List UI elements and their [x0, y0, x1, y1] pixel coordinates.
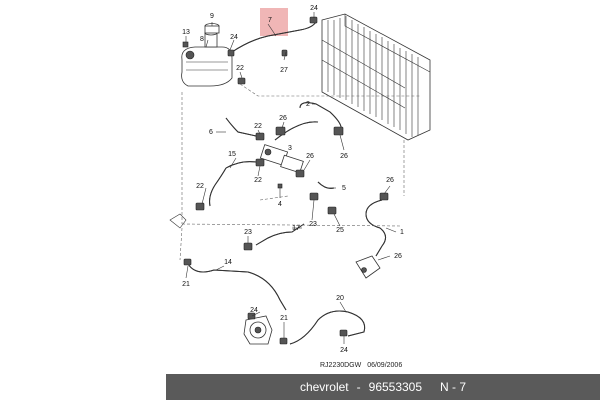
separator: - — [356, 380, 361, 394]
hose-1[interactable] — [365, 199, 386, 257]
expansion-tank[interactable] — [181, 30, 233, 87]
label-part-4: 4 — [278, 201, 282, 208]
coolant-pump[interactable] — [243, 315, 273, 345]
brand-name: chevrolet — [299, 380, 349, 394]
screw-13 — [182, 41, 189, 48]
label-part-24: 24 — [250, 307, 258, 314]
label-part-1: 1 — [400, 229, 404, 236]
part-number-labels: 7 9 13 8 24 24 22 27 2 6 22 26 15 3 26 2… — [182, 5, 404, 354]
leader-lines — [179, 83, 420, 261]
highlight-box-part-7 — [260, 8, 288, 36]
label-part-2: 2 — [306, 101, 310, 108]
label-part-22: 22 — [254, 177, 262, 184]
label-part-6: 6 — [209, 129, 213, 136]
label-part-27: 27 — [280, 67, 288, 74]
callout-leaders — [185, 12, 397, 344]
radiator[interactable] — [321, 13, 431, 141]
reference-date: 06/09/2006 — [367, 362, 403, 369]
label-part-9: 9 — [210, 13, 214, 20]
label-part-24: 24 — [310, 5, 318, 12]
label-part-22: 22 — [236, 65, 244, 72]
label-part-26: 26 — [394, 253, 402, 260]
label-part-20: 20 — [336, 295, 344, 302]
label-part-3: 3 — [288, 145, 292, 152]
hose-clamps — [183, 16, 389, 345]
label-part-21: 21 — [280, 315, 288, 322]
label-part-24: 24 — [230, 34, 238, 41]
label-part-21: 21 — [182, 281, 190, 288]
reference-code: RJ2230DGW — [320, 362, 362, 369]
label-part-23: 23 — [244, 229, 252, 236]
label-part-22: 22 — [254, 123, 262, 130]
hose-6[interactable] — [225, 117, 257, 137]
label-part-23: 23 — [309, 221, 317, 228]
bracket — [169, 213, 187, 229]
label-part-13: 13 — [182, 29, 190, 36]
label-part-24: 24 — [340, 347, 348, 354]
thermostat-housing[interactable] — [259, 144, 304, 174]
diagram-callout: N - 7 — [440, 380, 467, 394]
label-part-5: 5 — [342, 185, 346, 192]
hose-15[interactable] — [209, 167, 227, 207]
label-part-22: 22 — [196, 183, 204, 190]
outlet-fitting[interactable] — [355, 255, 381, 279]
label-part-8: 8 — [200, 36, 204, 43]
part-number: 96553305 — [368, 380, 423, 394]
label-part-15: 15 — [228, 151, 236, 158]
diagram-reference: RJ2230DGW 06/09/2006 — [320, 362, 402, 369]
label-part-7: 7 — [268, 17, 272, 24]
label-part-26: 26 — [279, 115, 287, 122]
label-part-26: 26 — [386, 177, 394, 184]
label-part-26: 26 — [340, 153, 348, 160]
label-part-14: 14 — [224, 259, 232, 266]
label-part-17: 17 — [292, 225, 300, 232]
label-part-25: 25 — [336, 227, 344, 234]
label-part-26: 26 — [306, 153, 314, 160]
part-info-bar: chevrolet - 96553305 N - 7 — [166, 374, 600, 400]
